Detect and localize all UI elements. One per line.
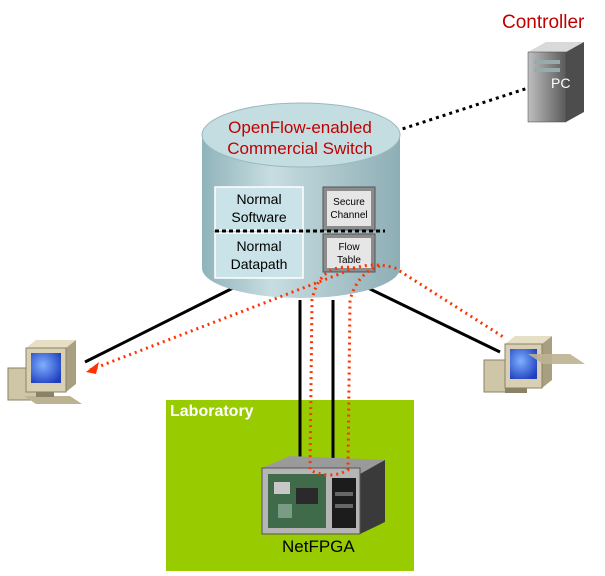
secure-channel-line1: Secure (333, 197, 365, 208)
link-right-host (367, 286, 501, 354)
controller-pc-tag: PC (551, 75, 571, 91)
controller-label: Controller (502, 12, 585, 33)
flow-table-label: Flow Table (327, 241, 371, 267)
netfpga-label: NetFPGA (282, 537, 355, 556)
flow-table-line2: Table (337, 255, 361, 266)
laboratory-label: Laboratory (170, 403, 254, 420)
normal-datapath-line1: Normal (236, 238, 282, 254)
normal-datapath-box (214, 232, 304, 279)
network-links (84, 286, 501, 462)
host-computer-left-icon (7, 340, 82, 404)
netfpga-device-icon (261, 456, 385, 535)
secure-channel-label: Secure Channel (327, 196, 371, 222)
host-computer-right-icon (483, 336, 585, 393)
controller-server-icon (527, 42, 584, 123)
secure-channel-inner (327, 191, 371, 226)
normal-datapath-line2: Datapath (230, 256, 288, 272)
link-left-host (84, 286, 234, 364)
switch-title: OpenFlow-enabled Commercial Switch (210, 117, 390, 159)
switch-title-line2: Commercial Switch (227, 139, 373, 158)
flow-table-inner (327, 238, 371, 268)
flow-path (89, 263, 506, 477)
normal-software-line2: Software (231, 209, 287, 225)
switch-title-line1: OpenFlow-enabled (228, 118, 372, 137)
controller-link (395, 86, 529, 133)
flow-arrowhead (86, 362, 99, 374)
flow-table-line1: Flow (338, 242, 360, 253)
normal-software-label: Normal Software (215, 190, 303, 226)
normal-software-line1: Normal (236, 191, 282, 207)
normal-software-box (214, 186, 304, 231)
normal-datapath-label: Normal Datapath (215, 237, 303, 273)
secure-channel-line2: Channel (330, 210, 368, 221)
